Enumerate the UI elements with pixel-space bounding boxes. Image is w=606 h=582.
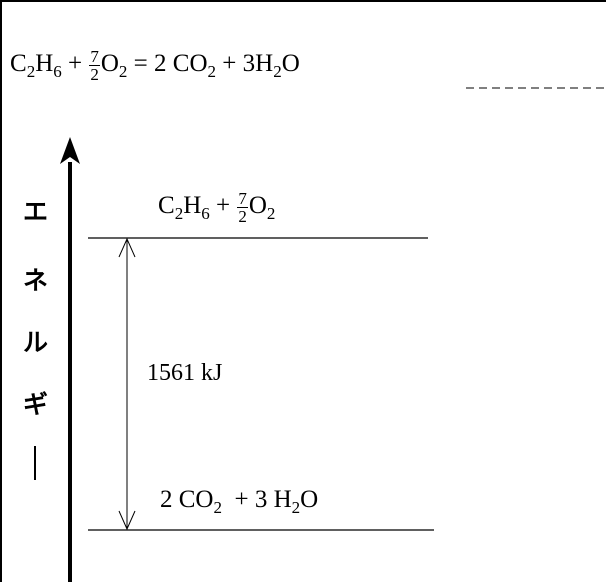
- energy-difference-arrowhead-top: [118, 237, 136, 258]
- energy-axis-arrowhead: [60, 137, 80, 164]
- energy-axis-label-e: エ: [23, 197, 49, 226]
- energy-axis-label-ne: ネ: [23, 266, 49, 295]
- lower-level-label: 2 CO2 + 3 H2O: [160, 486, 319, 517]
- energy-difference-arrowhead-bottom: [118, 510, 136, 531]
- energy-difference-label: 1561 kJ: [147, 360, 223, 386]
- energy-axis-label-gi: ギ: [23, 390, 49, 419]
- energy-axis-label-ru: ル: [23, 328, 49, 357]
- energy-axis-label-long-vowel: [34, 446, 36, 480]
